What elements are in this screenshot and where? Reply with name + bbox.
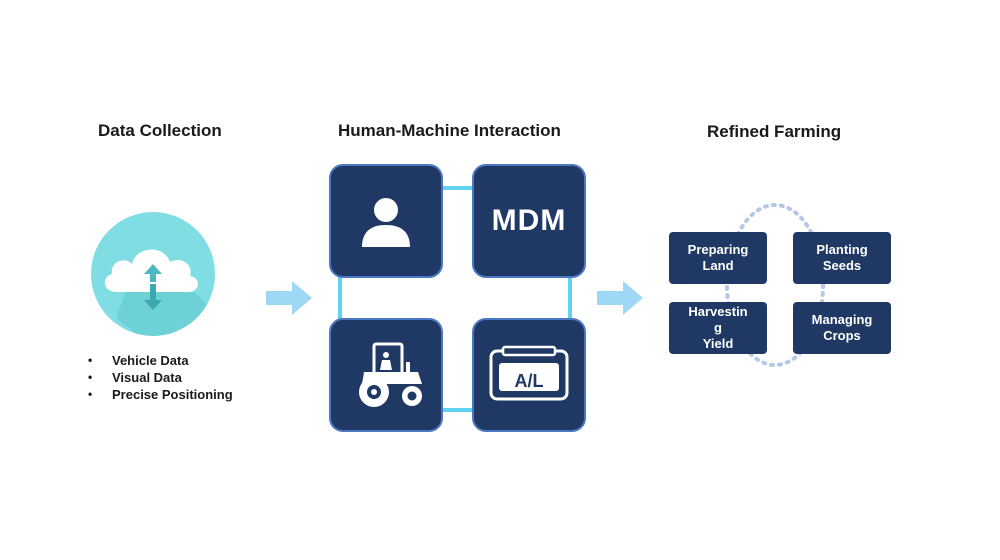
flow-arrow-icon — [597, 281, 643, 315]
stage-planting-seeds: Planting Seeds — [793, 232, 891, 284]
person-tile — [329, 164, 443, 278]
stage-line: Seeds — [822, 258, 862, 273]
tractor-icon — [359, 342, 422, 407]
stage-managing-crops: Managing Crops — [793, 302, 891, 354]
stage-line: Managing — [811, 312, 873, 327]
stage-line: Planting — [816, 242, 868, 257]
al-display-icon — [489, 345, 569, 401]
bullet-item: Vehicle Data — [88, 352, 233, 369]
data-collection-title: Data Collection — [98, 121, 222, 140]
mdm-tile: MDM — [472, 164, 586, 278]
person-icon — [362, 198, 410, 247]
stage-harvesting-yield: Harvestin g Yield — [669, 302, 767, 354]
bullet-item: Precise Positioning — [88, 386, 233, 403]
bullet-item: Visual Data — [88, 369, 233, 386]
farming-cycle-dotted — [725, 203, 825, 367]
al-tile: A/L — [472, 318, 586, 432]
mdm-label: MDM — [491, 204, 567, 237]
flow-arrow-icon — [266, 281, 312, 315]
stage-line: g — [714, 320, 722, 335]
hmi-title: Human-Machine Interaction — [338, 121, 561, 140]
stage-line: Crops — [823, 328, 861, 343]
cloud-upload-download-icon — [91, 212, 215, 336]
al-label: A/L — [514, 371, 544, 391]
stage-line: Harvestin — [688, 304, 748, 319]
hmi-ring — [338, 186, 572, 412]
stage-line: Preparing — [687, 242, 749, 257]
stage-line: Yield — [702, 336, 734, 351]
tractor-tile — [329, 318, 443, 432]
data-collection-bullets: Vehicle Data Visual Data Precise Positio… — [88, 352, 233, 403]
stage-preparing-land: Preparing Land — [669, 232, 767, 284]
refined-farming-title: Refined Farming — [707, 122, 842, 141]
stage-line: Land — [702, 258, 734, 273]
